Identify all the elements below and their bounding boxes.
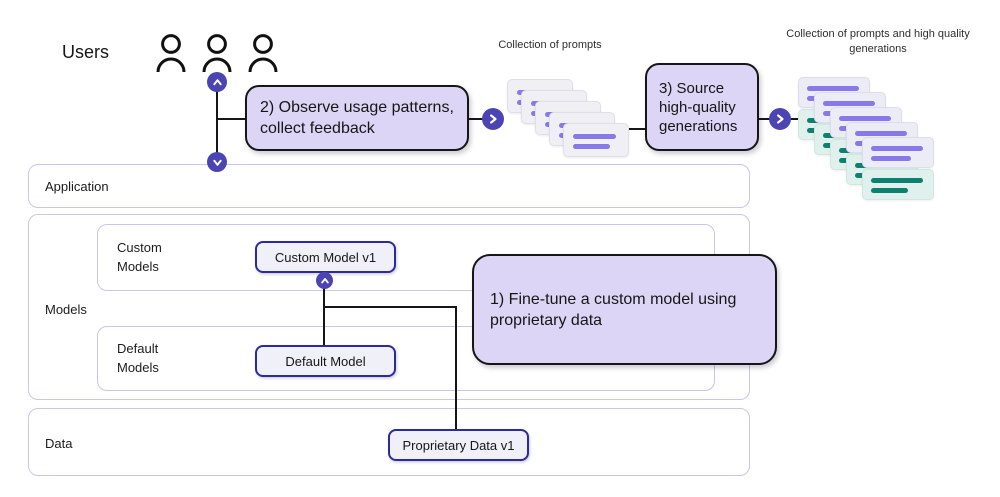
arrow-to-stack-line — [791, 118, 799, 120]
finetune-branch-vertical — [455, 306, 457, 429]
default-models-label-line1: Default — [117, 341, 159, 356]
generation-card — [862, 137, 934, 200]
prompt-text-bar — [871, 156, 911, 161]
source-to-generations-line — [759, 118, 770, 120]
user-icon — [156, 34, 186, 73]
models-label: Models — [45, 302, 87, 317]
prompt-text-bar — [573, 144, 610, 149]
proprietary-data-node: Proprietary Data v1 — [388, 429, 529, 461]
finetune-branch-horizontal — [323, 306, 457, 308]
callout-source-line2: high-quality — [659, 98, 736, 116]
prompt-text-bar — [573, 134, 616, 139]
prompt-half — [862, 137, 934, 168]
callout-source-line3: generations — [659, 117, 738, 135]
users-label: Users — [62, 42, 110, 62]
application-label: Application — [45, 179, 109, 194]
generations-caption: Collection of prompts and high quality g… — [786, 28, 970, 55]
callout-observe-line2: collect feedback — [260, 120, 375, 137]
generation-text-bar — [871, 188, 908, 193]
prompt-text-bar — [823, 101, 875, 106]
chevron-down-icon — [207, 152, 227, 172]
application-section-box — [28, 164, 750, 208]
users-icon-group — [156, 34, 278, 73]
custom-model-node: Custom Model v1 — [255, 241, 396, 273]
prompt-text-bar — [807, 86, 859, 91]
chevron-right-icon — [482, 108, 504, 130]
callout-fine-tune-line1: 1) Fine-tune a custom model using — [490, 290, 737, 308]
prompt-text-bar — [871, 146, 923, 151]
generation-half — [862, 169, 934, 200]
custom-models-label: Custom Models — [117, 238, 162, 276]
generation-text-bar — [871, 178, 923, 183]
user-icon — [248, 34, 278, 73]
users-feedback-line — [216, 91, 218, 153]
callout-source-generations: 3) Source high-quality generations — [645, 63, 759, 151]
callout-source-line1: 3) Source — [659, 79, 725, 97]
chevron-up-icon — [207, 72, 227, 92]
users-to-observe-line — [217, 118, 246, 120]
data-label: Data — [45, 436, 73, 451]
default-models-label-line2: Models — [117, 360, 159, 375]
prompts-to-source-line — [629, 128, 645, 130]
prompt-text-bar — [839, 116, 891, 121]
chevron-right-icon — [769, 108, 791, 130]
user-icon — [202, 34, 232, 73]
callout-fine-tune: 1) Fine-tune a custom model using propri… — [472, 254, 777, 365]
default-model-node: Default Model — [255, 345, 396, 377]
default-to-custom-line — [323, 288, 325, 346]
custom-models-label-line2: Models — [117, 259, 159, 274]
observe-to-prompts-line — [469, 118, 483, 120]
callout-observe-usage: 2) Observe usage patterns, collect feedb… — [245, 85, 469, 151]
prompt-card — [563, 123, 629, 157]
custom-models-label-line1: Custom — [117, 240, 162, 255]
prompt-text-bar — [855, 131, 907, 136]
callout-observe-line1: 2) Observe usage patterns, — [260, 99, 454, 116]
prompts-caption: Collection of prompts — [498, 39, 602, 51]
callout-fine-tune-line2: proprietary data — [490, 311, 603, 329]
chevron-up-icon — [316, 272, 333, 289]
default-models-label: Default Models — [117, 339, 159, 377]
